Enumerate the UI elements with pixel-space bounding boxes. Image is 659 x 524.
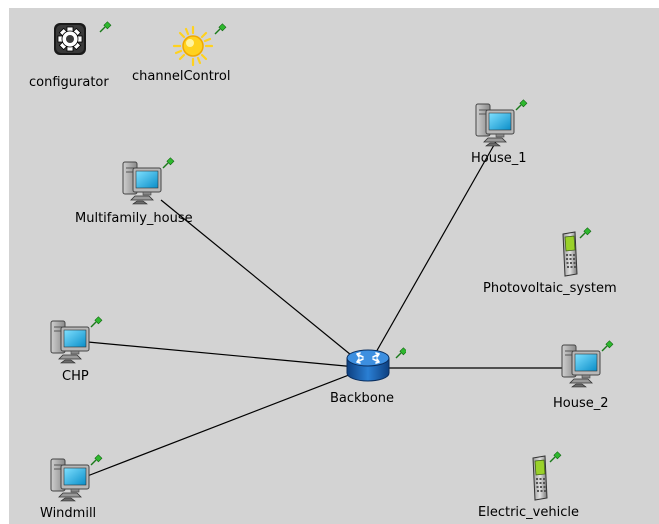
backbone-label: Backbone <box>330 391 395 406</box>
mobile-phone-icon <box>532 451 562 501</box>
multifamily-house-node[interactable] <box>119 154 179 210</box>
house-2-label: House_2 <box>553 396 609 411</box>
computer-icon <box>122 157 175 205</box>
router-icon <box>346 347 406 382</box>
chp-label: CHP <box>62 369 89 384</box>
configurator-node[interactable] <box>52 20 112 60</box>
chp-node[interactable] <box>47 313 107 369</box>
link-backbone-house-1[interactable] <box>366 137 499 369</box>
computer-icon <box>50 454 103 502</box>
electric-vehicle-label: Electric_vehicle <box>478 505 579 520</box>
mobile-phone-icon <box>562 227 592 277</box>
channel-control-node[interactable] <box>171 22 227 66</box>
configurator-label: configurator <box>29 75 109 90</box>
house-1-node[interactable] <box>472 96 532 152</box>
computer-icon <box>50 316 103 364</box>
computer-icon <box>561 340 614 388</box>
network-canvas[interactable]: configurator <box>9 8 659 524</box>
windmill-node[interactable] <box>47 451 107 507</box>
electric-vehicle-node[interactable] <box>523 448 563 506</box>
windmill-label: Windmill <box>40 506 97 521</box>
link-backbone-multifamily-house[interactable] <box>160 199 368 369</box>
photovoltaic-system-label: Photovoltaic_system <box>483 281 617 296</box>
computer-icon <box>475 99 528 147</box>
house-2-node[interactable] <box>558 337 618 393</box>
backbone-node[interactable] <box>344 342 406 388</box>
gear-icon <box>54 21 112 55</box>
link-backbone-windmill[interactable] <box>76 367 368 481</box>
multifamily-house-label: Multifamily_house <box>75 211 193 226</box>
sun-icon <box>172 23 227 66</box>
channel-control-label: channelControl <box>132 69 231 84</box>
photovoltaic-system-node[interactable] <box>553 224 593 282</box>
house-1-label: House_1 <box>471 151 527 166</box>
connection-layer <box>76 137 584 481</box>
link-backbone-chp[interactable] <box>76 340 368 369</box>
